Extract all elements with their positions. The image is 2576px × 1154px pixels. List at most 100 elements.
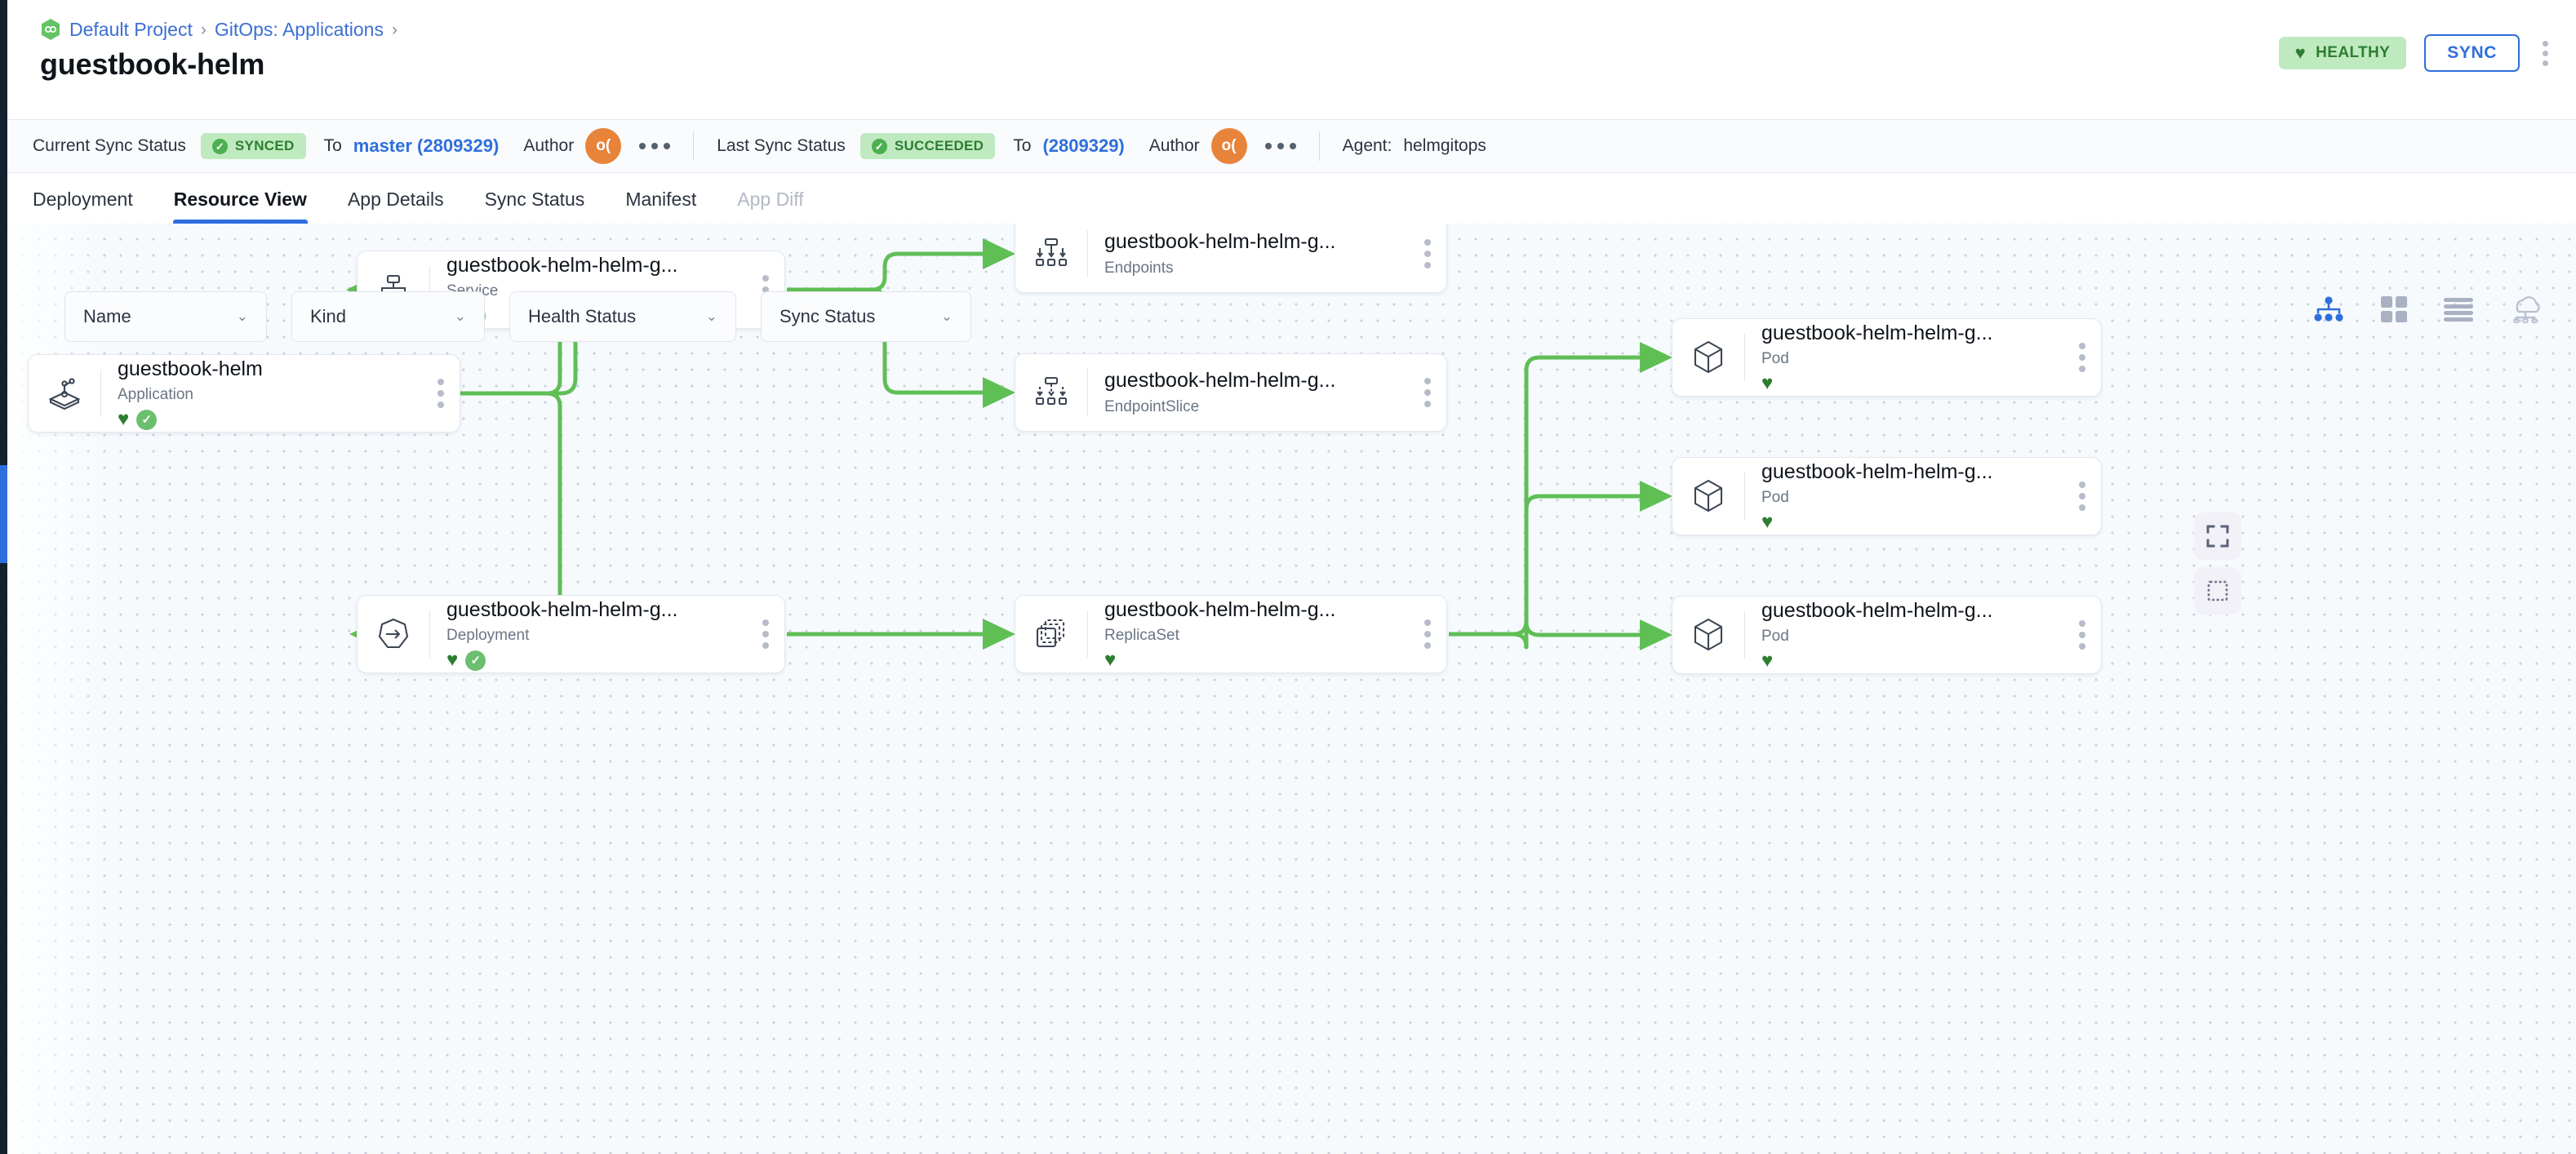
breadcrumb-link-applications[interactable]: GitOps: Applications <box>214 18 384 40</box>
tab-app-details[interactable]: App Details <box>347 189 444 210</box>
node-title: guestbook-helm-helm-g... <box>1104 369 1336 393</box>
node-menu-icon[interactable] <box>2063 343 2101 372</box>
tree-view-icon[interactable] <box>2313 295 2344 323</box>
tab-sync-status[interactable]: Sync Status <box>484 189 585 210</box>
node-divider <box>1087 610 1088 658</box>
sync-check-icon: ✓ <box>136 409 158 430</box>
last-author-label: Author <box>1148 136 1200 155</box>
agent-value: helmgitops <box>1403 136 1486 155</box>
node-title: guestbook-helm-helm-g... <box>1104 230 1336 254</box>
graph-node-pod-3[interactable]: guestbook-helm-helm-g... Pod ♥ <box>1672 596 2102 674</box>
filter-name-select[interactable]: Name ⌄ <box>64 291 267 342</box>
node-kind: Pod <box>1761 628 1789 646</box>
breadcrumb-separator-1: › <box>200 20 207 39</box>
grid-view-icon[interactable] <box>2380 295 2408 323</box>
node-divider <box>429 610 430 658</box>
node-body: guestbook-helm-helm-g... EndpointSlice <box>1088 368 1409 416</box>
network-view-icon[interactable] <box>2509 295 2542 323</box>
graph-node-application[interactable]: guestbook-helm Application ♥ ✓ <box>28 354 460 433</box>
node-divider <box>1087 230 1088 277</box>
node-divider <box>1744 334 1745 381</box>
node-body: guestbook-helm Application ♥ ✓ <box>101 357 422 430</box>
selection-box-button[interactable] <box>2194 567 2241 615</box>
fit-view-icon <box>2206 525 2229 548</box>
node-title: guestbook-helm-helm-g... <box>1104 597 1336 621</box>
node-body: guestbook-helm-helm-g... Pod ♥ <box>1745 459 2063 533</box>
node-kind: Pod <box>1761 489 1789 507</box>
node-kind: Pod <box>1761 350 1789 368</box>
node-menu-icon[interactable] <box>422 379 460 408</box>
sync-status-strip: Current Sync Status ✓ SYNCED To master (… <box>7 119 2576 173</box>
node-menu-icon[interactable] <box>1409 239 1446 269</box>
node-kind: ReplicaSet <box>1104 627 1179 645</box>
node-status: ♥ ✓ <box>446 650 734 671</box>
graph-node-pod-2[interactable]: guestbook-helm-helm-g... Pod ♥ <box>1672 457 2102 535</box>
node-status: ♥ <box>1761 512 2050 533</box>
resource-graph-canvas[interactable]: Name ⌄ Kind ⌄ Health Status ⌄ Sync Statu… <box>7 224 2576 1154</box>
current-sync-status-label: Current Sync Status <box>33 136 186 155</box>
pod-icon <box>1672 319 1744 396</box>
node-menu-icon[interactable] <box>2063 620 2101 650</box>
current-to-label: To <box>323 136 342 155</box>
node-menu-icon[interactable] <box>1409 619 1446 649</box>
last-revision-link[interactable]: (2809329) <box>1042 135 1125 156</box>
tab-deployment[interactable]: Deployment <box>33 189 133 210</box>
fit-view-button[interactable] <box>2194 513 2241 560</box>
node-title: guestbook-helm-helm-g... <box>1761 321 1993 344</box>
pod-icon <box>1672 597 1744 673</box>
left-nav-active-indicator <box>0 465 7 563</box>
current-revision-link[interactable]: master (2809329) <box>353 135 500 156</box>
node-body: guestbook-helm-helm-g... Pod ♥ <box>1745 321 2063 394</box>
current-author-label: Author <box>523 136 575 155</box>
header-actions: ♥ HEALTHY SYNC <box>2278 34 2553 72</box>
graph-node-deployment[interactable]: guestbook-helm-helm-g... Deployment ♥ ✓ <box>357 595 785 673</box>
endpoints-icon <box>1015 224 1087 292</box>
node-title: guestbook-helm-helm-g... <box>1761 598 1993 622</box>
page-title: guestbook-helm <box>40 47 265 81</box>
application-icon <box>29 355 100 432</box>
node-kind: Deployment <box>446 627 530 645</box>
graph-node-replicaset[interactable]: guestbook-helm-helm-g... ReplicaSet ♥ <box>1015 595 1447 673</box>
tab-resource-view[interactable]: Resource View <box>153 189 327 224</box>
node-menu-icon[interactable] <box>747 619 784 649</box>
graph-node-endpointslice[interactable]: guestbook-helm-helm-g... EndpointSlice <box>1015 353 1447 432</box>
node-divider <box>429 266 430 313</box>
breadcrumb-link-project[interactable]: Default Project <box>69 18 193 40</box>
node-title: guestbook-helm-helm-g... <box>1761 459 1993 483</box>
node-title: guestbook-helm-helm-g... <box>446 253 678 277</box>
filter-health-status-label: Health Status <box>528 306 637 326</box>
node-menu-icon[interactable] <box>2063 482 2101 511</box>
node-kind: EndpointSlice <box>1104 397 1200 415</box>
tab-manifest[interactable]: Manifest <box>625 189 697 210</box>
check-circle-icon: ✓ <box>871 138 887 154</box>
gitops-hexagon-icon <box>40 18 61 41</box>
filter-sync-status-select[interactable]: Sync Status ⌄ <box>761 291 971 342</box>
node-divider <box>1087 369 1088 416</box>
node-title: guestbook-helm-helm-g... <box>446 597 678 621</box>
current-more-icon[interactable] <box>639 143 671 149</box>
filter-health-status-select[interactable]: Health Status ⌄ <box>509 291 736 342</box>
health-heart-icon: ♥ <box>1761 650 1774 672</box>
current-author-avatar[interactable]: o( <box>585 128 622 164</box>
sync-button[interactable]: SYNC <box>2424 34 2520 72</box>
chevron-down-icon: ⌄ <box>705 308 717 324</box>
graph-node-endpoints[interactable]: guestbook-helm-helm-g... Endpoints <box>1015 224 1447 293</box>
node-status: ♥ <box>1761 373 2050 394</box>
header-overflow-menu-icon[interactable] <box>2538 38 2553 69</box>
last-more-icon[interactable] <box>1264 143 1296 149</box>
tab-app-diff: App Diff <box>737 189 804 210</box>
agent-label: Agent: <box>1342 136 1392 155</box>
strip-divider-2 <box>1318 131 1320 161</box>
last-author-avatar[interactable]: o( <box>1210 128 1247 164</box>
check-circle-icon: ✓ <box>211 138 228 154</box>
filter-kind-select[interactable]: Kind ⌄ <box>291 291 485 342</box>
graph-node-pod-1[interactable]: guestbook-helm-helm-g... Pod ♥ <box>1672 318 2102 397</box>
node-menu-icon[interactable] <box>1409 378 1446 407</box>
node-status: ♥ <box>1104 650 1396 671</box>
chevron-down-icon: ⌄ <box>940 308 953 324</box>
left-nav-rail[interactable] <box>0 0 7 1154</box>
health-heart-icon: ♥ <box>1104 649 1117 672</box>
list-view-icon[interactable] <box>2444 297 2473 322</box>
heart-icon: ♥ <box>2294 42 2307 63</box>
node-status: ♥ <box>1761 650 2050 672</box>
